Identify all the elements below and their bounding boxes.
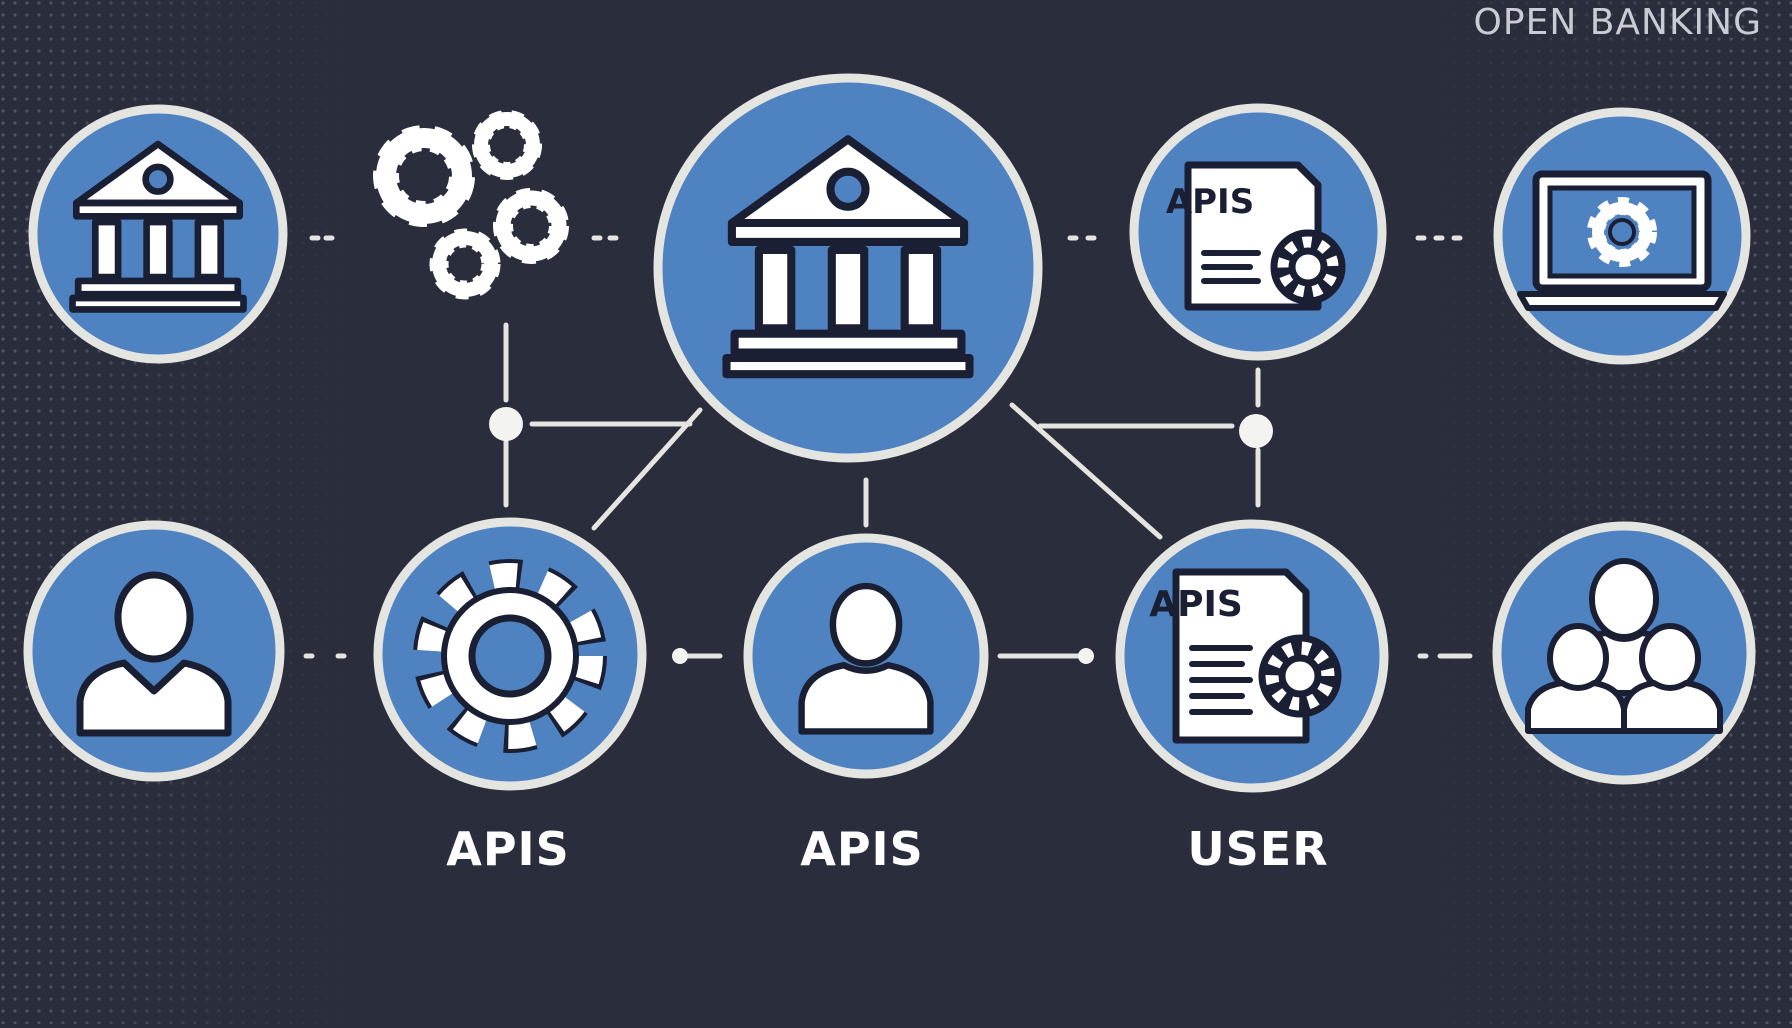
node-group bbox=[1492, 521, 1756, 785]
node-apis-doc-bottom: APIS bbox=[1115, 519, 1389, 793]
node-gears-cluster bbox=[373, 110, 569, 300]
node-user-left bbox=[23, 520, 285, 782]
node-laptop bbox=[1493, 107, 1751, 365]
connectors bbox=[303, 235, 1473, 659]
api-badge-text: APIS bbox=[1149, 584, 1243, 625]
connector-nodes bbox=[489, 407, 1273, 664]
gears-icon bbox=[373, 110, 569, 300]
api-document-icon bbox=[1172, 568, 1342, 744]
node-gear-center bbox=[373, 517, 647, 791]
api-badge-text: APIS bbox=[1166, 182, 1254, 222]
user-group-icon bbox=[1525, 558, 1723, 734]
caption-user: USER bbox=[1187, 822, 1329, 876]
node-user-center bbox=[743, 533, 989, 779]
page-title: OPEN BANKING bbox=[1473, 2, 1762, 43]
user-icon bbox=[76, 571, 232, 737]
caption-apis-center: APIS bbox=[800, 822, 924, 876]
node-apis-doc-top: APIS bbox=[1129, 103, 1387, 361]
user-icon bbox=[798, 582, 934, 735]
node-bank-center bbox=[653, 73, 1043, 463]
node-bank-left bbox=[28, 104, 288, 364]
caption-apis-left: APIS bbox=[446, 822, 570, 876]
bank-icon bbox=[69, 140, 247, 313]
api-document-icon bbox=[1184, 161, 1346, 311]
bank-icon bbox=[722, 135, 974, 379]
gear-icon bbox=[413, 559, 607, 753]
laptop-gear-icon bbox=[1517, 170, 1727, 311]
